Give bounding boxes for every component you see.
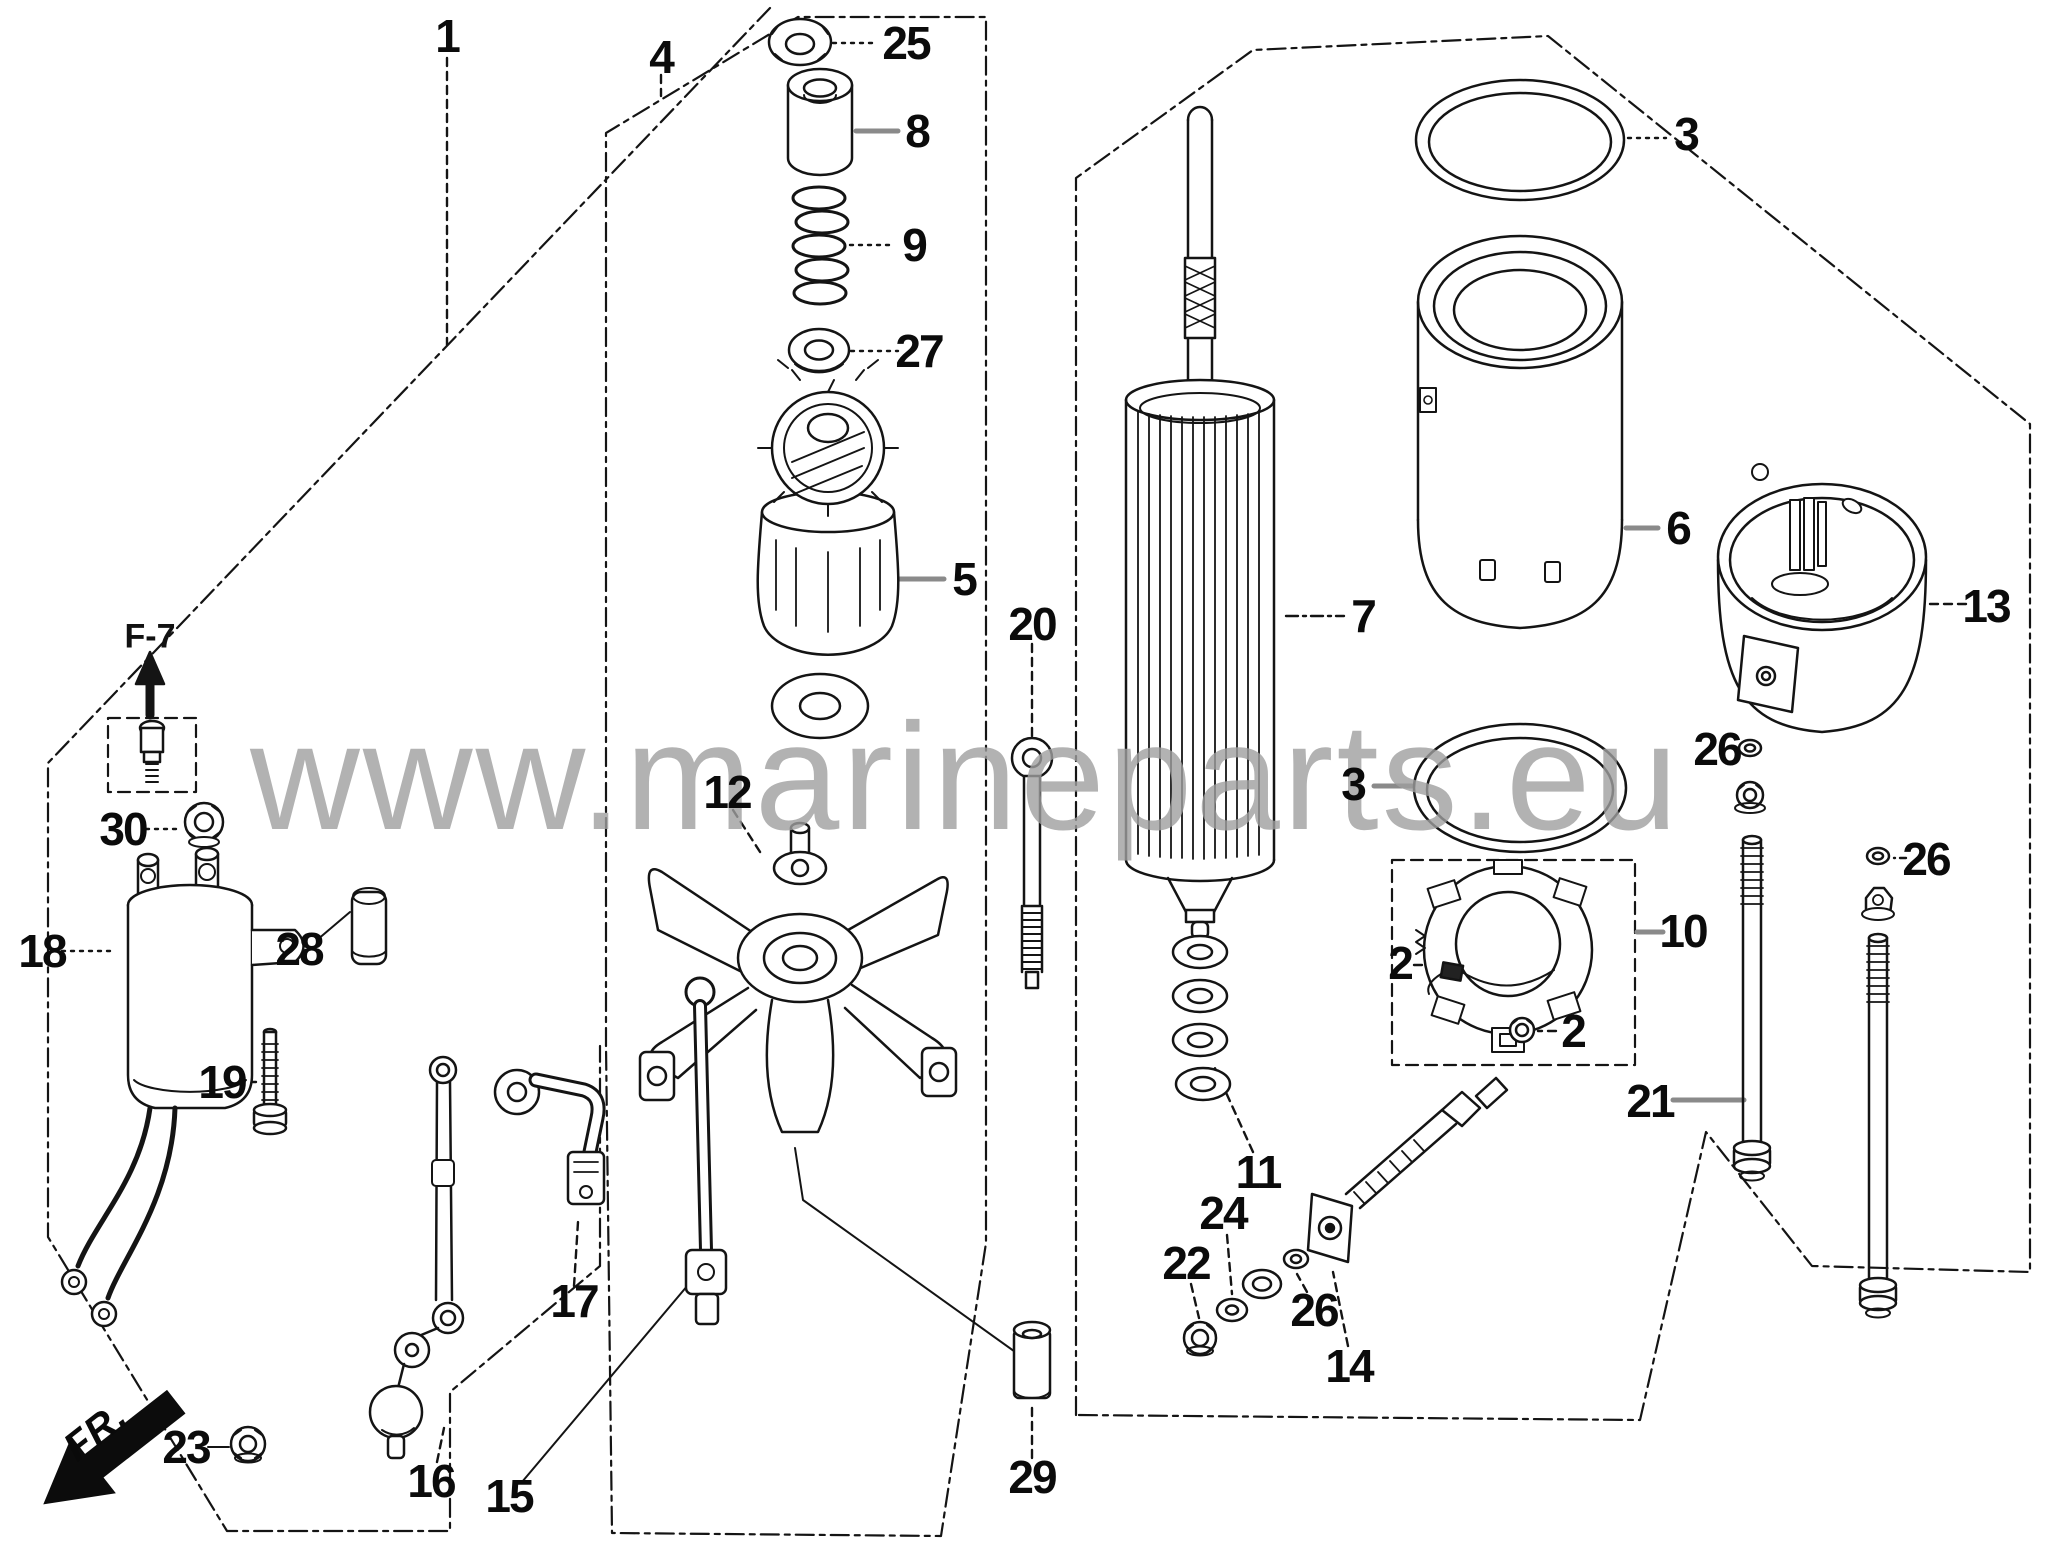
part-label-26-24: 26 — [1290, 1284, 1339, 1336]
part-label-10-15: 10 — [1659, 905, 1708, 957]
group-outline-right — [1076, 36, 2030, 1420]
part-label-17-33: 17 — [550, 1275, 599, 1327]
f7-bolt — [140, 721, 164, 782]
bolt-20 — [1012, 738, 1052, 988]
starter-cable-15 — [686, 978, 726, 1324]
part-label-6-12: 6 — [1666, 502, 1692, 554]
fr-direction-arrow — [43, 1389, 186, 1505]
fr-direction-label: FR. — [55, 1393, 136, 1470]
part-label-3-11: 3 — [1674, 108, 1700, 160]
end-frame-13 — [1718, 464, 1926, 732]
cable-17 — [495, 1070, 604, 1204]
ignition-coil-18 — [62, 848, 304, 1326]
tube-28 — [352, 888, 386, 964]
f7-reference-label: F-7 — [124, 617, 176, 656]
part-label-15-32: 15 — [485, 1470, 534, 1522]
part-label-20-8: 20 — [1008, 598, 1057, 650]
part-label-23-30: 23 — [162, 1421, 211, 1473]
part-label-25-2: 25 — [882, 17, 931, 69]
part-label-7-10: 7 — [1351, 590, 1377, 642]
part-label-2-17: 2 — [1561, 1005, 1587, 1057]
nut-23 — [231, 1427, 265, 1463]
washer-27 — [789, 329, 849, 372]
part-label-27-5: 27 — [895, 325, 944, 377]
bracket-12 — [640, 823, 956, 1132]
washer-below-pinion — [772, 674, 868, 738]
part-label-26-18: 26 — [1693, 723, 1742, 775]
washer-nut-26-right — [1862, 848, 1894, 920]
group-outline-middle — [606, 17, 986, 1536]
part-label-22-23: 22 — [1162, 1237, 1211, 1289]
o-ring-3-bottom — [1414, 724, 1626, 852]
terminal-hardware-cluster — [1184, 1078, 1507, 1356]
washer-nut-26-left — [1735, 740, 1765, 813]
part-label-19-29: 19 — [198, 1056, 247, 1108]
leader-lines-gray — [856, 131, 1744, 1100]
part-label-9-4: 9 — [902, 219, 928, 271]
spring-9 — [793, 187, 848, 304]
motor-housing-6 — [1418, 236, 1622, 628]
part-label-28-28: 28 — [275, 923, 324, 975]
collar-29 — [1014, 1322, 1050, 1398]
f7-arrow — [136, 652, 164, 715]
part-label-29-9: 29 — [1008, 1451, 1057, 1503]
part-label-2-16: 2 — [1388, 937, 1414, 989]
link-rod-16 — [370, 1057, 463, 1458]
part-label-3-14: 3 — [1341, 758, 1367, 810]
part-label-18-26: 18 — [18, 925, 67, 977]
o-ring-3-top — [1416, 80, 1624, 200]
pinion-stopper-8 — [788, 69, 852, 175]
brush-holder-10 — [1416, 860, 1592, 1052]
part-label-24-22: 24 — [1199, 1187, 1248, 1239]
bolt-19 — [254, 1029, 286, 1134]
part-label-8-3: 8 — [905, 105, 931, 157]
armature-7 — [1126, 107, 1274, 938]
part-label-1-0: 1 — [435, 10, 461, 62]
watermark: www.marineparts.eu — [250, 692, 1681, 862]
part-label-14-25: 14 — [1325, 1340, 1374, 1392]
brush-2 — [1428, 962, 1463, 994]
part-label-16-31: 16 — [407, 1455, 456, 1507]
leader-lines — [62, 43, 1966, 1482]
part-label-5-6: 5 — [952, 553, 978, 605]
pinion-gear-5 — [758, 360, 899, 655]
part-label-13-13: 13 — [1962, 580, 2011, 632]
nut-25 — [769, 19, 831, 65]
part-label-30-27: 30 — [99, 803, 148, 855]
part-label-4-1: 4 — [649, 31, 675, 83]
through-bolt-21-b — [1860, 934, 1896, 1318]
part-label-11-21: 11 — [1235, 1146, 1283, 1198]
part-label-12-7: 12 — [703, 766, 752, 818]
nut-30 — [185, 803, 223, 847]
group-outline-left — [48, 8, 770, 1531]
part-label-26-19: 26 — [1902, 833, 1951, 885]
thrust-washers-11 — [1173, 936, 1230, 1100]
part-label-21-20: 21 — [1626, 1075, 1675, 1127]
through-bolt-21-a — [1734, 836, 1770, 1181]
nut-2 — [1510, 1018, 1534, 1042]
